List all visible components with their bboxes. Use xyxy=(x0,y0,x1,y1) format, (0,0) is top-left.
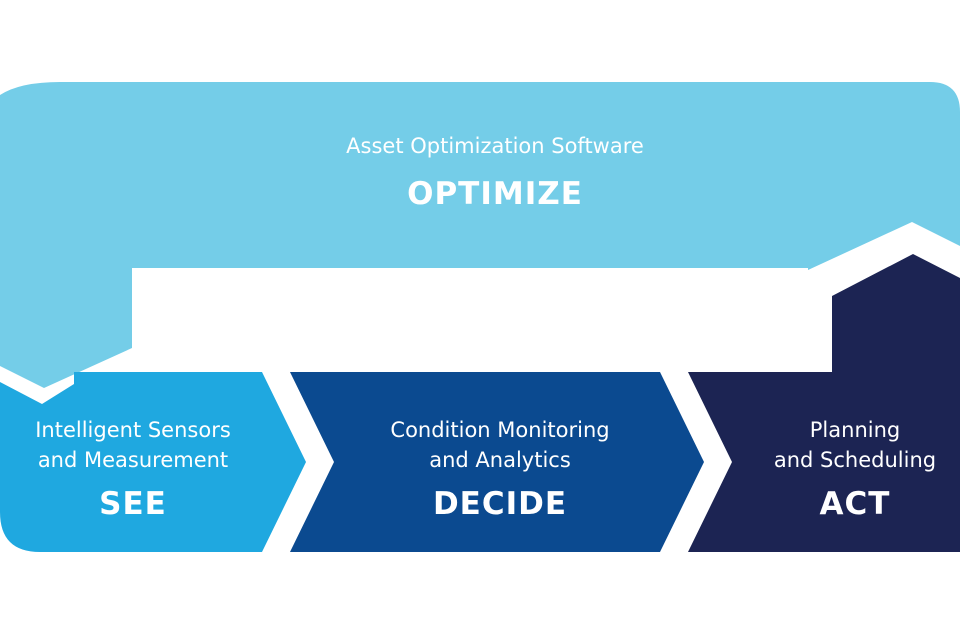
see-line-1: Intelligent Sensors xyxy=(35,418,231,442)
decide-title: DECIDE xyxy=(432,486,568,522)
optimize-loop-arrow xyxy=(0,82,960,388)
optimize-subtitle: Asset Optimization Software xyxy=(346,134,644,158)
act-line-1: Planning xyxy=(809,418,901,442)
act-title: ACT xyxy=(819,486,891,522)
see-stage-chevron xyxy=(0,372,306,552)
see-title: SEE xyxy=(99,486,167,522)
optimize-title: OPTIMIZE xyxy=(407,176,583,212)
decide-line-1: Condition Monitoring xyxy=(390,418,610,442)
act-line-2: and Scheduling xyxy=(773,448,937,472)
act-stage-chevron xyxy=(688,254,960,552)
decide-stage-chevron xyxy=(290,372,704,552)
decide-line-2: and Analytics xyxy=(429,448,571,472)
see-line-2: and Measurement xyxy=(37,448,229,472)
